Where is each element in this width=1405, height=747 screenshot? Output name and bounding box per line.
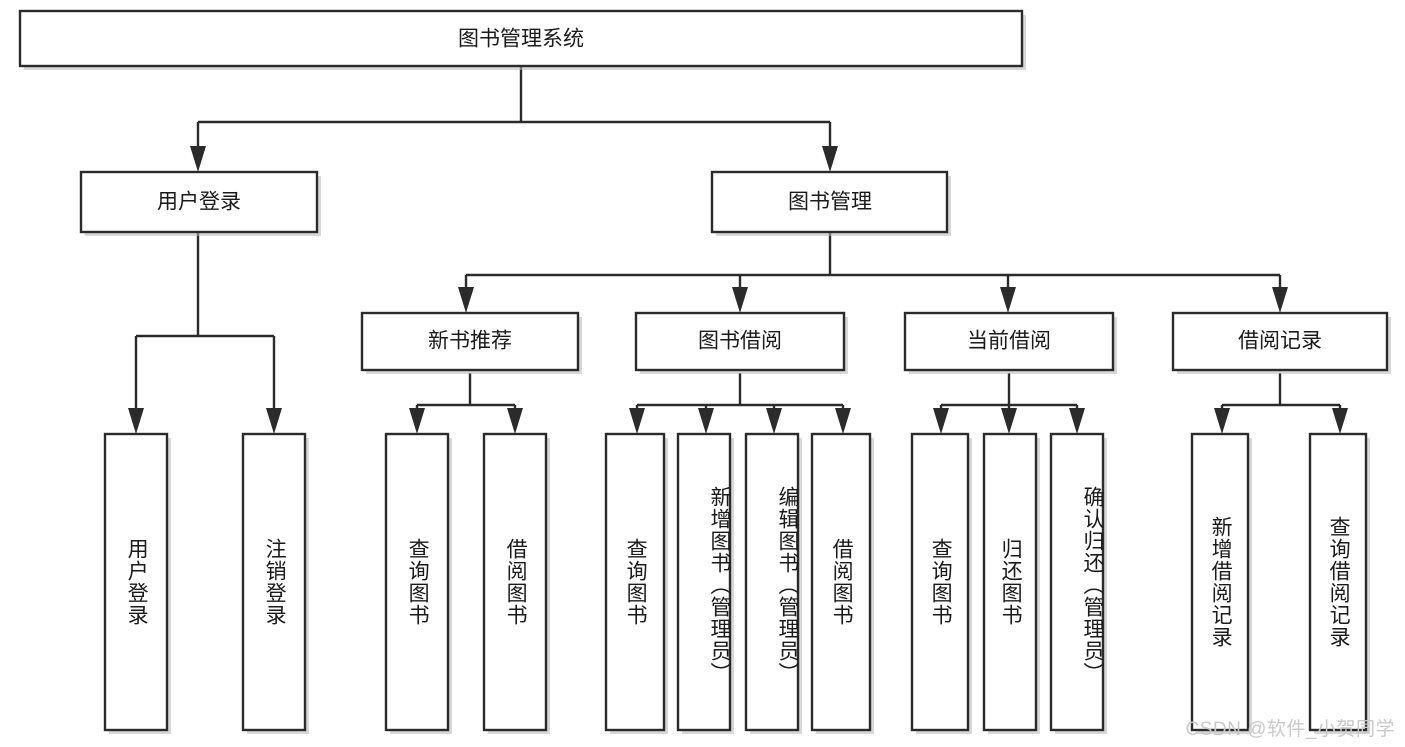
node-box-leaf-book-borrow-3[interactable] — [744, 432, 800, 732]
node-box-leaf-book-borrow-1[interactable] — [604, 432, 666, 732]
node-box-leaf-current-borrow-1[interactable] — [910, 432, 970, 732]
arrow-head-new-book-leaf-2 — [507, 408, 523, 434]
arrow-head-current-borrow-leaf-2 — [1001, 408, 1017, 434]
arrow-head-book-borrow — [732, 287, 748, 313]
node-box-root[interactable] — [18, 9, 1024, 68]
node-box-leaf-borrow-record-1[interactable] — [1190, 432, 1250, 732]
node-label-book-borrow: 图书借阅 — [698, 330, 782, 353]
node-box-current-borrow[interactable] — [903, 311, 1115, 372]
arrow-head-borrow-record-leaf-2 — [1332, 408, 1348, 434]
node-box-book-borrow[interactable] — [634, 311, 846, 372]
arrow-head-current-borrow-leaf-1 — [933, 408, 949, 434]
arrow-head-book-manage — [822, 146, 838, 172]
arrow-head-user-login — [190, 146, 206, 172]
arrow-head-book-borrow-leaf-2 — [698, 408, 714, 434]
node-label-user-login: 用户登录 — [157, 191, 241, 214]
arrow-head-user-login-leaf-2 — [266, 408, 282, 434]
csdn-watermark: CSDN @软件_小贺同学 — [1185, 719, 1395, 740]
arrow-head-borrow-record — [1272, 287, 1288, 313]
arrow-head-book-borrow-leaf-1 — [629, 408, 645, 434]
node-box-user-login[interactable] — [79, 170, 319, 234]
node-box-leaf-book-borrow-2[interactable] — [676, 432, 732, 732]
node-box-leaf-user-login-1[interactable] — [103, 432, 169, 732]
node-box-leaf-borrow-record-2[interactable] — [1308, 432, 1368, 732]
node-box-leaf-user-login-2[interactable] — [241, 432, 307, 732]
node-label-current-borrow: 当前借阅 — [967, 330, 1051, 353]
node-box-leaf-current-borrow-3[interactable] — [1049, 432, 1105, 732]
arrow-head-book-borrow-leaf-4 — [835, 408, 851, 434]
node-box-new-book[interactable] — [360, 311, 580, 372]
node-label-borrow-record: 借阅记录 — [1238, 330, 1322, 353]
node-label-new-book: 新书推荐 — [428, 330, 512, 353]
arrow-head-book-borrow-leaf-3 — [766, 408, 782, 434]
node-box-book-manage[interactable] — [710, 170, 949, 234]
node-box-leaf-new-book-1[interactable] — [384, 432, 450, 732]
connector-group — [128, 66, 1348, 434]
arrow-head-new-book — [458, 287, 474, 313]
arrow-head-borrow-record-leaf-1 — [1214, 408, 1230, 434]
arrow-head-user-login-leaf-1 — [128, 408, 144, 434]
node-group: 图书管理系统 用户登录 图书管理 新书推荐 图书借阅 当前借阅 借阅记录 — [18, 9, 1391, 734]
arrow-head-current-borrow-leaf-3 — [1069, 408, 1085, 434]
arrow-head-current-borrow — [1000, 287, 1016, 313]
arrow-head-new-book-leaf-1 — [409, 408, 425, 434]
node-box-leaf-new-book-2[interactable] — [482, 432, 548, 732]
node-label-book-manage: 图书管理 — [788, 191, 872, 214]
node-box-leaf-book-borrow-4[interactable] — [810, 432, 872, 732]
node-box-leaf-current-borrow-2[interactable] — [982, 432, 1038, 732]
node-label-root: 图书管理系统 — [458, 28, 584, 51]
node-box-borrow-record[interactable] — [1171, 311, 1389, 372]
